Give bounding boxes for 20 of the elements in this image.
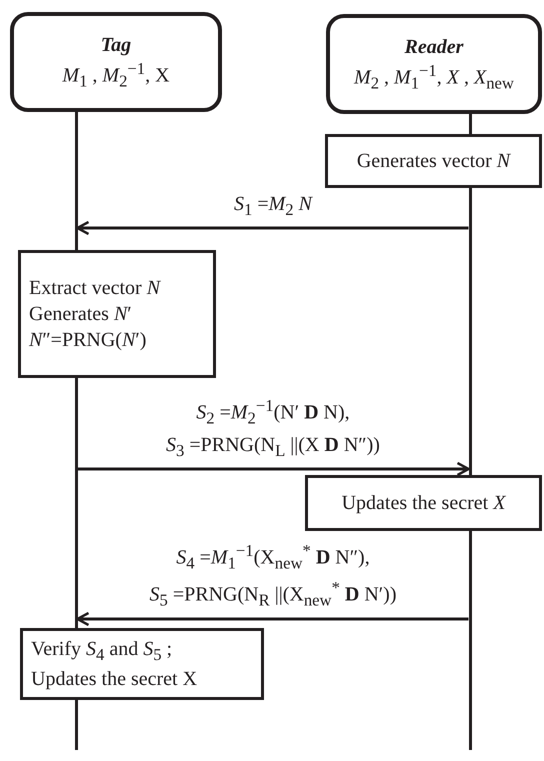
process-box (305, 475, 542, 531)
step-text: Verify S$_{4}$ and S$_{5}$ ; (31, 637, 174, 666)
step-text: Extract vector N (29, 276, 162, 301)
participant-name: Reader (404, 34, 464, 60)
process-box (325, 134, 542, 188)
step-text: Updates the secret X (342, 491, 506, 516)
message-arrow (76, 220, 468, 236)
step-text: Generates N′ (29, 302, 133, 327)
step-text: Generates vector N (356, 149, 510, 174)
message-arrow (76, 612, 468, 626)
message-arrow (78, 462, 470, 476)
participant-keys: M$_{2}$ , M$_{1}$$^{−1}$, X , X$_{new}$ (354, 60, 514, 94)
participant-keys: M$_{1}$ , M$_{2}$$^{−1}$, X (62, 58, 170, 92)
participant-box (10, 12, 222, 112)
participant-name: Tag (100, 32, 132, 58)
participant-box (326, 14, 542, 114)
process-box (20, 628, 264, 700)
step-text: Updates the secret X (31, 666, 198, 692)
step-text: N″=PRNG(N′) (29, 328, 148, 353)
process-box (18, 250, 216, 378)
